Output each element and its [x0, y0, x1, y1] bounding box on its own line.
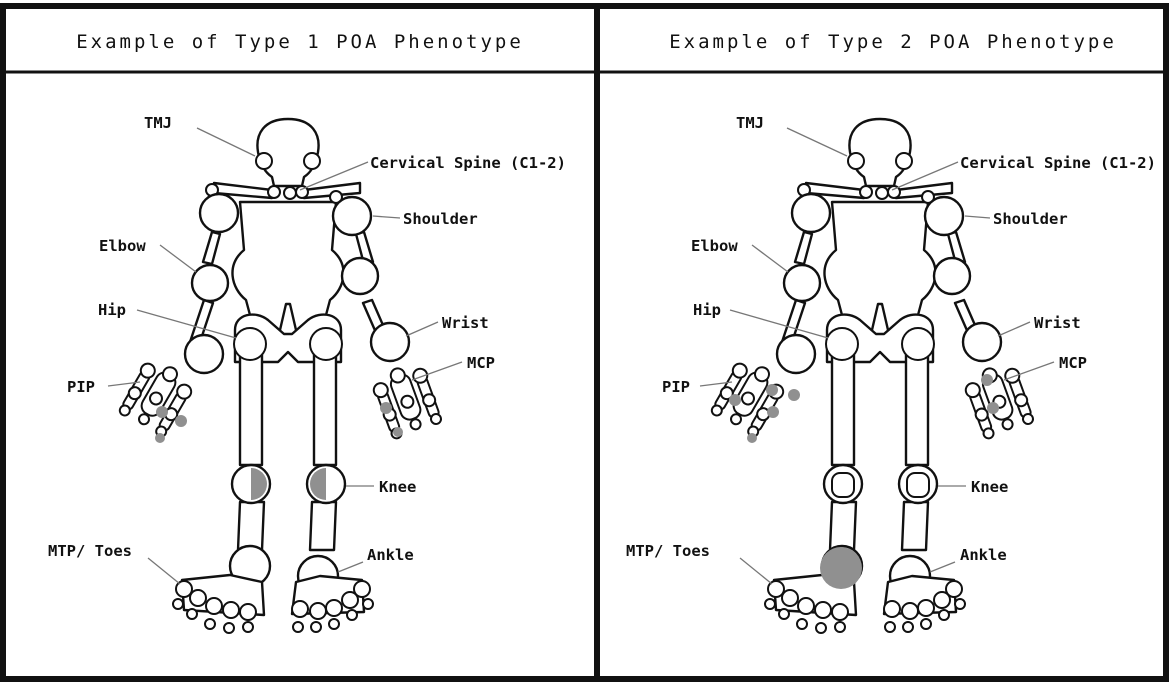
pip-joint-affected [155, 433, 165, 443]
pip-joint-affected [156, 406, 168, 418]
label-shoulder: Shoulder [993, 210, 1068, 228]
label-ankle: Ankle [960, 546, 1007, 564]
label-mcp: MCP [467, 354, 495, 372]
affected-joints [155, 402, 403, 500]
pip-joint-affected [767, 406, 779, 418]
mcp-joint-affected [393, 427, 403, 437]
label-wrist: Wrist [1034, 314, 1081, 332]
patella [832, 473, 854, 497]
label-tmj: TMJ [144, 114, 172, 132]
panel-type-1: Example of Type 1 POA Phenotype TMJ Cerv… [48, 31, 566, 633]
label-cervical-spine: Cervical Spine (C1-2) [370, 154, 566, 172]
mcp-joint-affected [987, 402, 999, 414]
pip-joint-affected [766, 384, 778, 396]
panel-title: Example of Type 1 POA Phenotype [76, 31, 524, 53]
label-elbow: Elbow [99, 237, 146, 255]
label-pip: PIP [67, 378, 95, 396]
pip-joint-affected [175, 415, 187, 427]
label-cervical-spine: Cervical Spine (C1-2) [960, 154, 1156, 172]
panel-title: Example of Type 2 POA Phenotype [669, 31, 1117, 53]
label-hip: Hip [693, 301, 721, 319]
label-shoulder: Shoulder [403, 210, 478, 228]
patella [907, 473, 929, 497]
pip-joint-affected [729, 394, 741, 406]
pip-joint-affected [747, 433, 757, 443]
mcp-joint-affected [380, 402, 392, 414]
label-tmj: TMJ [736, 114, 764, 132]
label-knee: Knee [379, 478, 416, 496]
label-hip: Hip [98, 301, 126, 319]
panel-type-2: Example of Type 2 POA Phenotype TMJ Cerv… [626, 31, 1156, 633]
ankle-affected [820, 547, 862, 589]
mcp-joint-affected [981, 374, 993, 386]
label-mtp-toes: MTP/ Toes [626, 542, 710, 560]
label-knee: Knee [971, 478, 1008, 496]
label-elbow: Elbow [691, 237, 738, 255]
pip-joint-affected [788, 389, 800, 401]
label-wrist: Wrist [442, 314, 489, 332]
label-mtp-toes: MTP/ Toes [48, 542, 132, 560]
label-ankle: Ankle [367, 546, 414, 564]
label-mcp: MCP [1059, 354, 1087, 372]
label-pip: PIP [662, 378, 690, 396]
